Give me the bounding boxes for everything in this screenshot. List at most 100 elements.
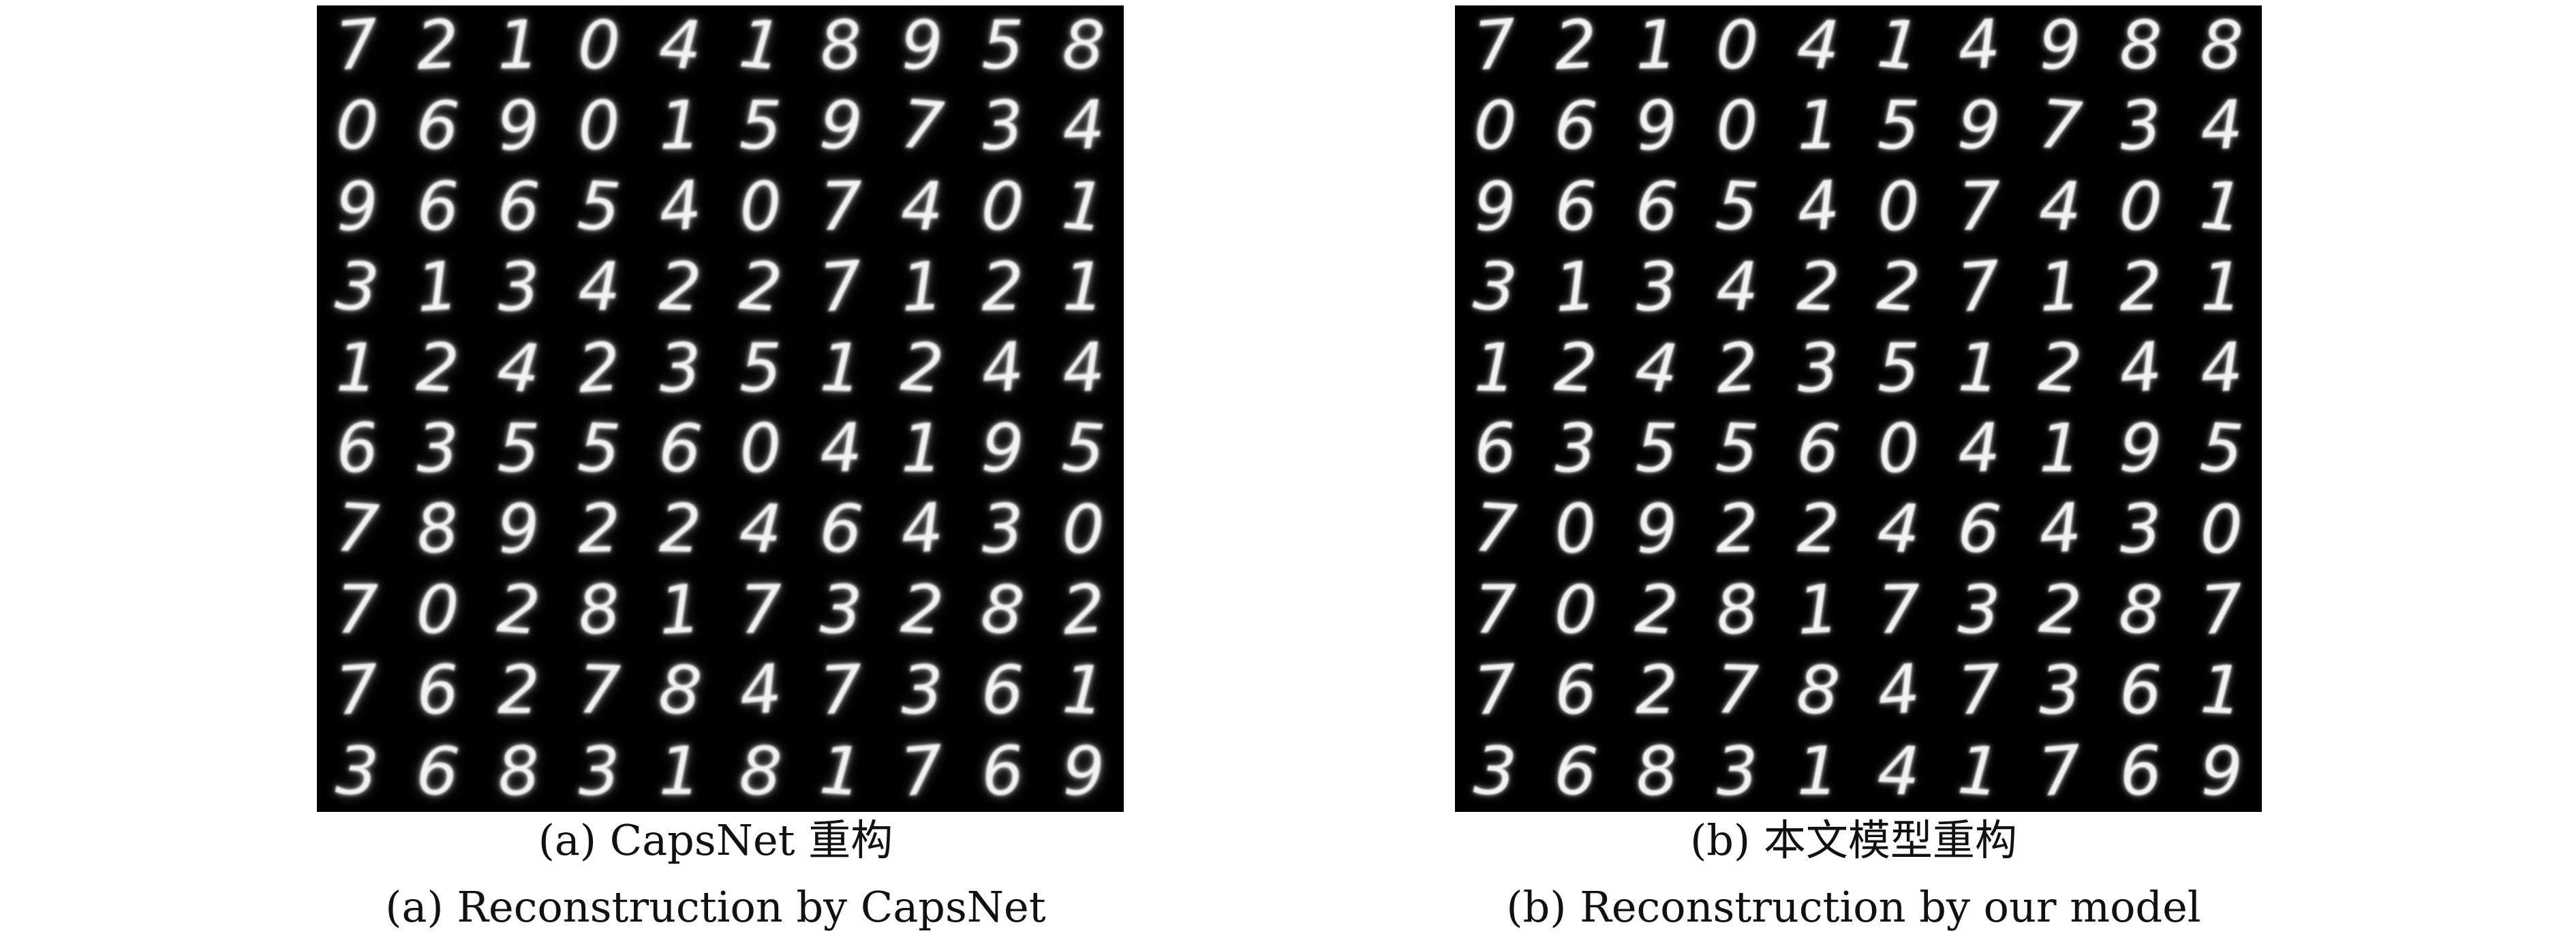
digit-cell: 6	[1634, 167, 1680, 247]
digit-cell: 7	[1471, 5, 1520, 87]
digit-cell: 6	[1551, 731, 1601, 812]
digit-cell: 1	[1796, 732, 1839, 811]
digit-cell: 5	[496, 409, 541, 488]
digit-cell: 4	[736, 650, 786, 732]
digit-cell: 8	[413, 489, 463, 571]
digit-cell: 5	[2197, 409, 2245, 490]
digit-cell: 1	[1473, 329, 1518, 408]
digit-cell: 3	[334, 732, 381, 812]
digit-cell: 4	[2038, 168, 2083, 247]
digit-cell: 4	[818, 409, 864, 489]
caption-cn-b: (b) 本文模型重构	[1690, 815, 2017, 865]
digit-cell: 4	[1793, 166, 1843, 248]
digit-cell: 8	[1060, 6, 1106, 86]
digit-cell: 5	[1877, 87, 1921, 166]
digit-cell: 9	[1631, 86, 1682, 168]
digit-cell: 9	[980, 409, 1026, 489]
digit-cell: 4	[2116, 328, 2166, 409]
digit-cell: 5	[1059, 409, 1107, 490]
digit-cell: 7	[1471, 650, 1520, 732]
digit-cell: 3	[1795, 328, 1841, 408]
digit-cell: 2	[981, 248, 1025, 327]
digit-cell: 3	[577, 732, 622, 811]
digit-cell: 1	[817, 731, 865, 812]
digit-cell: 3	[1472, 732, 1519, 812]
digit-cell: 0	[1473, 87, 1518, 166]
digit-cell: 1	[1874, 5, 1924, 87]
digit-cell: 9	[899, 6, 945, 86]
digit-cell: 4	[898, 489, 947, 570]
digit-cell: 8	[2198, 6, 2244, 86]
digit-cell: 0	[1062, 490, 1105, 569]
digit-cell: 6	[1554, 168, 1597, 246]
digit-cell: 5	[739, 87, 783, 166]
digit-cell: 0	[2200, 490, 2243, 569]
digit-cell: 0	[1714, 87, 1761, 167]
digit-cell: 7	[336, 571, 379, 649]
digit-cell: 4	[2198, 87, 2244, 166]
digit-cell: 3	[900, 651, 945, 730]
digit-cell: 0	[415, 570, 461, 650]
digit-cell: 1	[1957, 328, 2002, 408]
digit-cell: 7	[897, 731, 947, 812]
digit-cell: 1	[658, 87, 702, 166]
digit-cell: 4	[578, 249, 621, 327]
digit-cell: 1	[736, 5, 786, 87]
digit-cell: 4	[655, 166, 705, 248]
digit-cell: 1	[658, 732, 701, 811]
digit-cell: 4	[493, 328, 544, 409]
digit-cell: 6	[2119, 651, 2163, 730]
digit-cell: 7	[1954, 247, 2004, 328]
digit-cell: 8	[1713, 569, 1762, 651]
digit-cell: 2	[494, 569, 543, 651]
digit-cell: 2	[575, 328, 624, 409]
digit-cell: 3	[657, 328, 703, 408]
digit-cell: 9	[1633, 490, 1681, 570]
digit-cell: 6	[979, 732, 1026, 812]
digit-cell: 6	[495, 167, 542, 247]
caption-en-a: (a) Reconstruction by CapsNet	[385, 882, 1046, 932]
digit-cell: 6	[1793, 408, 1843, 490]
digit-cell: 2	[2119, 248, 2163, 327]
digit-cell: 0	[1875, 409, 1923, 490]
digit-cell: 1	[898, 247, 946, 328]
digit-cell: 2	[1635, 652, 1678, 730]
digit-cell: 5	[739, 329, 782, 407]
digit-cell: 4	[900, 168, 945, 247]
digit-cell: 3	[979, 86, 1027, 167]
digit-cell: 2	[577, 490, 622, 569]
digit-cell: 4	[737, 490, 784, 570]
digit-cell: 2	[898, 570, 946, 650]
digit-cell: 4	[1060, 87, 1106, 166]
digit-cell: 6	[413, 731, 463, 812]
digit-cell: 2	[1552, 5, 1599, 86]
digit-cell: 7	[1877, 571, 1921, 650]
digit-cell: 7	[897, 86, 947, 168]
digit-cell: 6	[655, 408, 705, 490]
digit-cell: 4	[1955, 5, 2004, 87]
digit-cell: 0	[1875, 167, 1922, 247]
digit-cell: 4	[1876, 732, 1922, 811]
digit-cell: 4	[1874, 650, 1924, 732]
digit-cell: 7	[333, 5, 382, 87]
digit-cell: 3	[2117, 86, 2165, 167]
digit-cell: 6	[334, 409, 381, 489]
digit-cell: 3	[980, 490, 1026, 569]
digit-cell: 8	[574, 569, 624, 651]
digit-cell: 3	[333, 247, 382, 328]
digit-cell: 8	[978, 569, 1028, 651]
digit-cell: 0	[1553, 570, 1599, 650]
digit-cell: 2	[1795, 248, 1841, 328]
digit-cell: 3	[495, 248, 542, 328]
digit-cell: 6	[414, 86, 462, 167]
digit-cell: 8	[2116, 569, 2166, 651]
digit-cell: 0	[576, 87, 623, 167]
digit-cell: 2	[414, 328, 461, 409]
digit-cell: 1	[2038, 410, 2082, 488]
digit-cell: 2	[1796, 490, 1840, 569]
digit-cell: 2	[657, 248, 703, 328]
digit-cell: 2	[1713, 328, 1762, 409]
digit-cell: 5	[981, 7, 1024, 85]
